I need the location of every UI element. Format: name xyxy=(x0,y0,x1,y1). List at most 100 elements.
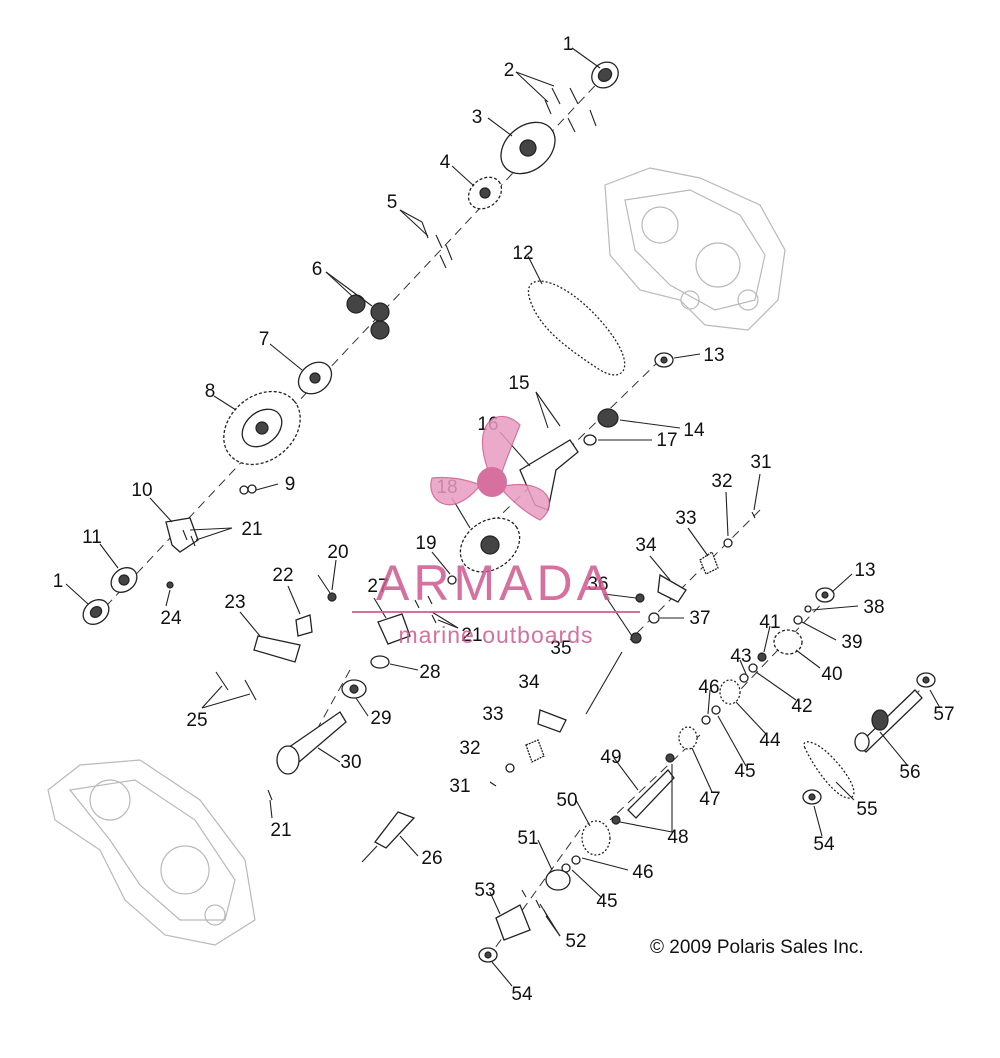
seal-icon xyxy=(447,575,457,585)
bolt-icon xyxy=(182,529,437,801)
callout-21b: 21 xyxy=(461,625,482,646)
fork-icon xyxy=(377,613,411,645)
gear-icon xyxy=(223,390,301,466)
callout-43: 43 xyxy=(730,646,751,667)
bearing-icon xyxy=(815,587,835,603)
shaft-icon xyxy=(627,769,675,819)
callout-6: 6 xyxy=(312,259,323,280)
bolt-icon xyxy=(699,551,719,575)
callout-14: 14 xyxy=(683,420,705,441)
callout-25: 25 xyxy=(186,710,207,731)
bolt-icon xyxy=(521,889,549,919)
bolt-icon xyxy=(544,87,597,133)
seal-icon xyxy=(583,434,597,446)
callout-32a: 32 xyxy=(711,471,732,492)
callout-52: 52 xyxy=(565,931,586,952)
fork-icon xyxy=(165,517,199,553)
gear-icon xyxy=(500,121,556,175)
callout-45b: 45 xyxy=(596,891,617,912)
seal-icon xyxy=(478,947,498,963)
callout-28: 28 xyxy=(419,662,440,683)
seal-icon xyxy=(802,789,822,805)
callout-23: 23 xyxy=(224,592,245,613)
callout-20: 20 xyxy=(327,542,348,563)
callout-8: 8 xyxy=(205,381,216,402)
callout-46a: 46 xyxy=(698,677,719,698)
callout-26: 26 xyxy=(421,848,442,869)
shaft-icon xyxy=(854,689,923,753)
callout-55: 55 xyxy=(856,799,877,820)
watermark-subtitle: marine outboards xyxy=(399,622,594,648)
gear-icon xyxy=(297,361,333,395)
callout-48: 48 xyxy=(667,827,688,848)
gear-icon xyxy=(597,408,619,428)
fork-icon xyxy=(295,614,313,637)
gear-icon xyxy=(773,629,803,655)
callout-31b: 31 xyxy=(449,776,470,797)
callout-1: 1 xyxy=(563,34,574,55)
callout-37: 37 xyxy=(689,608,710,629)
callout-labels: 1 2 3 4 5 6 7 8 9 10 11 1 12 13 14 15 16… xyxy=(53,34,955,1005)
callout-24: 24 xyxy=(160,608,182,629)
shaft-icon xyxy=(361,811,416,863)
callout-1b: 1 xyxy=(53,571,64,592)
callout-34a: 34 xyxy=(635,535,657,556)
callout-12: 12 xyxy=(512,243,533,264)
bearing-icon xyxy=(665,753,675,763)
bearing-icon xyxy=(341,679,367,699)
callout-27: 27 xyxy=(367,576,388,597)
callout-4: 4 xyxy=(440,152,451,173)
callout-5: 5 xyxy=(387,192,398,213)
bolt-icon xyxy=(166,581,174,589)
callout-39: 39 xyxy=(841,632,862,653)
propeller-logo-icon xyxy=(430,415,550,521)
bearing-icon xyxy=(110,567,138,593)
gear-icon xyxy=(467,176,503,210)
callout-54a: 54 xyxy=(511,984,533,1005)
callout-30: 30 xyxy=(340,752,361,773)
chain-icon xyxy=(803,741,855,799)
seal-icon xyxy=(505,763,515,773)
fork-icon xyxy=(657,573,687,603)
bolt-icon xyxy=(317,574,337,602)
callout-13: 13 xyxy=(703,345,724,366)
callout-46b: 46 xyxy=(632,862,653,883)
callout-34b: 34 xyxy=(518,672,540,693)
bearing-icon xyxy=(916,672,936,688)
gear-icon xyxy=(545,869,571,891)
gear-icon xyxy=(581,820,611,856)
callout-41: 41 xyxy=(759,612,780,633)
callout-13b: 13 xyxy=(854,560,875,581)
callout-29: 29 xyxy=(370,708,391,729)
seal-icon xyxy=(748,663,758,673)
seal-icon xyxy=(804,605,812,613)
callout-32b: 32 xyxy=(459,738,480,759)
callout-50: 50 xyxy=(556,790,577,811)
callout-44: 44 xyxy=(759,730,781,751)
callout-35: 35 xyxy=(550,638,571,659)
seal-icon xyxy=(711,705,721,715)
bearing-icon xyxy=(757,652,767,662)
callout-47: 47 xyxy=(699,789,720,810)
leader-lines xyxy=(65,47,941,987)
bearing-icon xyxy=(630,632,642,644)
callout-21a: 21 xyxy=(241,519,262,540)
bolt-icon xyxy=(215,671,257,701)
gear-icon xyxy=(678,726,698,750)
fork-icon xyxy=(537,709,567,733)
fork-icon xyxy=(495,904,531,941)
callout-7: 7 xyxy=(259,329,270,350)
callout-31a: 31 xyxy=(750,452,771,473)
seal-icon xyxy=(571,855,581,865)
bearing-icon xyxy=(611,815,621,825)
shaft-icon xyxy=(276,711,347,775)
bolt-icon xyxy=(421,221,453,269)
seal-icon xyxy=(239,484,257,495)
seal-icon xyxy=(370,655,390,669)
gear-icon xyxy=(346,294,390,340)
chain-icon xyxy=(527,280,626,376)
seal-icon xyxy=(701,715,711,725)
fork-icon xyxy=(253,635,301,663)
bearing-icon xyxy=(654,352,674,368)
